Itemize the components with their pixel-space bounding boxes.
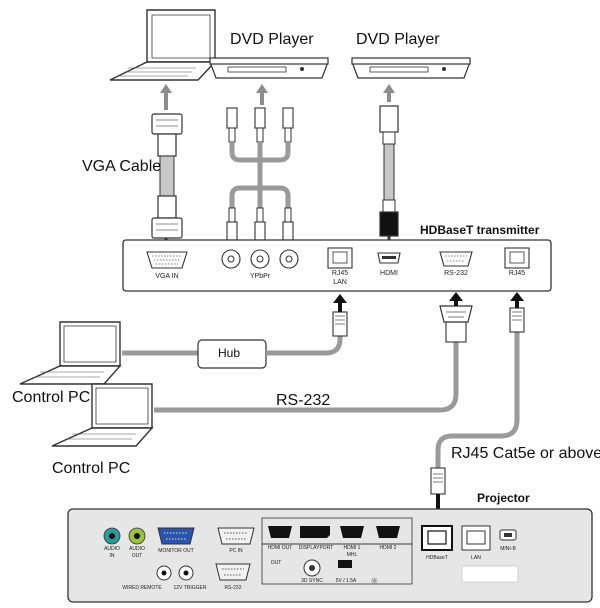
rj45-plug-transmitter bbox=[509, 307, 525, 333]
rj45-cat5e-cable bbox=[435, 330, 520, 470]
dvd-player-1-icon bbox=[209, 57, 329, 79]
lan-port-label: LAN bbox=[471, 555, 481, 561]
projector-panel bbox=[67, 508, 593, 603]
audio-out-jack bbox=[128, 527, 146, 545]
hdbaset-port bbox=[421, 525, 453, 551]
laptop-top-icon bbox=[109, 9, 217, 81]
hdmi-cable bbox=[379, 105, 399, 237]
monitor-out-port bbox=[157, 527, 195, 545]
laptop-control-pc-2-icon bbox=[51, 383, 154, 447]
rs232-port bbox=[439, 251, 473, 267]
dvd-player-2-icon bbox=[351, 57, 471, 79]
mini-b-label: MINI-B bbox=[500, 546, 516, 552]
projector-label: Projector bbox=[477, 491, 530, 505]
projector-rs232-label: RS-232 bbox=[224, 585, 242, 591]
sync-out-label: OUT bbox=[270, 560, 282, 566]
hdbaset-transmitter-label: HDBaseT transmitter bbox=[420, 223, 540, 237]
rs232-cable-label: RS-232 bbox=[276, 392, 331, 409]
label-plate bbox=[461, 565, 519, 583]
pc-in-label: PC IN bbox=[229, 548, 243, 554]
dvd-player-1-label: DVD Player bbox=[230, 31, 314, 48]
rs232-label: RS-232 bbox=[444, 270, 468, 277]
lan-cable-hub-to-transmitter bbox=[266, 334, 343, 356]
vga-cable bbox=[151, 113, 183, 239]
rj45-label: RJ45 bbox=[508, 270, 526, 277]
vga-cable-label: VGA Cable bbox=[82, 158, 162, 175]
hdmi-port bbox=[377, 252, 401, 264]
3d-sync-label: 3D SYNC bbox=[301, 578, 323, 584]
lan-port bbox=[461, 525, 491, 551]
hdmi2-label: HDMI 2 bbox=[379, 545, 397, 551]
audio-out-label-2: OUT bbox=[131, 553, 143, 559]
laptop-control-pc-1-icon bbox=[19, 321, 122, 385]
vga-in-label: VGA IN bbox=[155, 273, 179, 280]
hdmi-label: HDMI bbox=[380, 270, 398, 277]
rj45-plug-projector bbox=[430, 467, 446, 495]
rj45-lan-label-2: LAN bbox=[333, 279, 347, 286]
hdmi1-label: HDMI 1 bbox=[343, 545, 361, 551]
rj45-lan-port bbox=[327, 247, 353, 269]
mini-b-port bbox=[499, 529, 517, 541]
3d-sync-port bbox=[303, 559, 321, 577]
displayport-port bbox=[300, 526, 330, 538]
rj45-lan-label-1: RJ45 bbox=[331, 270, 349, 277]
usb-power-label: 5V / 1.5A bbox=[335, 578, 357, 584]
projector-rs232-port bbox=[215, 563, 251, 581]
trigger-label: 12V TRIGGER bbox=[173, 585, 207, 591]
ypbpr-jacks bbox=[221, 249, 299, 269]
rj45-plug-lan bbox=[332, 311, 348, 337]
dvd-player-2-label: DVD Player bbox=[356, 31, 440, 48]
hdmi-1-port bbox=[340, 526, 364, 538]
usb-power-port bbox=[338, 560, 352, 568]
hdmi-2-port bbox=[376, 526, 400, 538]
audio-in-jack bbox=[103, 527, 121, 545]
wired-remote-jack bbox=[156, 565, 172, 581]
wired-remote-label: WIRED REMOTE bbox=[122, 585, 162, 591]
rs232-cable bbox=[154, 340, 459, 413]
vga-in-port bbox=[146, 251, 188, 269]
rj45-port bbox=[504, 247, 530, 269]
hdmi-out-port bbox=[268, 526, 292, 538]
sun-icon: ☼ bbox=[370, 577, 378, 587]
audio-in-label-1: AUDIO bbox=[104, 546, 120, 552]
ypbpr-cable bbox=[226, 107, 294, 241]
ypbpr-label: YPbPr bbox=[249, 273, 271, 280]
hub-label: Hub bbox=[218, 346, 241, 360]
displayport-label: DISPLAYPORT bbox=[298, 545, 334, 551]
hdbaset-port-label: HDBaseT bbox=[426, 555, 448, 561]
hdmi-out-label: HDMI OUT bbox=[267, 545, 293, 551]
audio-in-label-2: IN bbox=[109, 553, 115, 559]
trigger-jack bbox=[178, 565, 194, 581]
rj45-cable-label: RJ45 Cat5e or above bbox=[451, 445, 600, 462]
pc-in-port bbox=[217, 527, 255, 545]
control-pc-1-label: Control PC bbox=[12, 389, 91, 406]
mhl-label: MHL bbox=[346, 552, 358, 558]
control-pc-2-label: Control PC bbox=[52, 460, 131, 477]
monitor-out-label: MONITOR OUT bbox=[158, 548, 194, 554]
rs232-plug bbox=[439, 305, 473, 343]
audio-out-label-1: AUDIO bbox=[129, 546, 145, 552]
